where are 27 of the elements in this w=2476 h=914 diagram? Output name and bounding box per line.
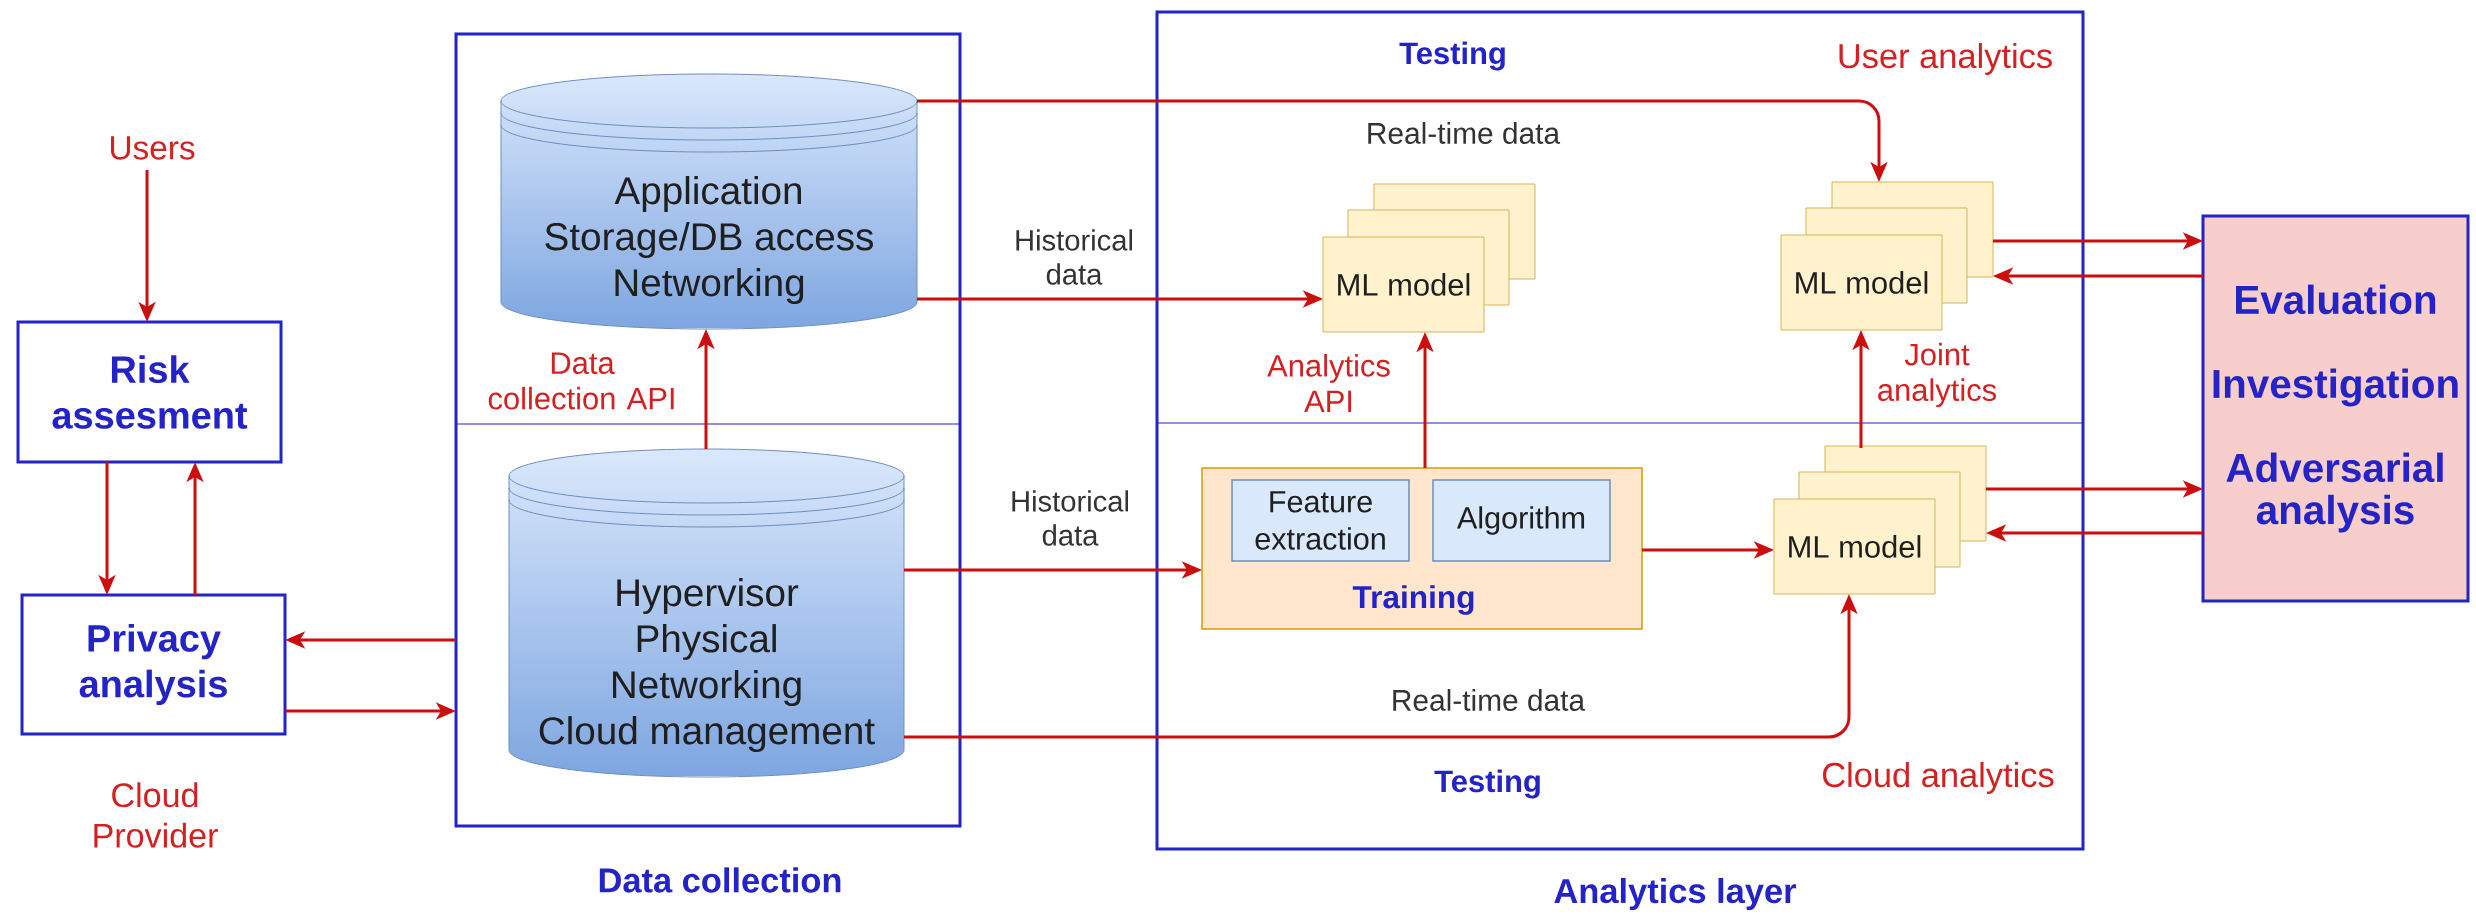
node-label: Data collection [599,867,841,893]
edge-label: Analytics API [1267,354,1390,412]
node-label: ML model [1789,535,1921,558]
model-stack: ML model [1773,445,1987,595]
node-label: Analytics layer [1554,877,1797,911]
node-caption: Cloud Provider [94,782,218,848]
database-cylinder: Hypervisor Physical Networking Cloud management [508,448,905,778]
region-label: User analytics [1839,42,2052,76]
process-box: Privacy analysis [20,593,287,736]
database-cylinder: Application Storage/DB access Networking [500,73,918,330]
edge-label: Joint analytics [1878,342,1996,408]
node-label: ML model [1338,273,1470,296]
section-label: Testing [1434,769,1540,799]
result-box: Evaluation Investigation Adversarial analysis [2201,214,2470,603]
edge-label: Real-time data [1368,122,1561,144]
process-box: Risk assesment [16,320,283,464]
step-box: Algorithm [1432,479,1611,562]
model-stack: ML model [1780,181,1994,331]
edge-label: Historical data [1016,229,1132,285]
region-label: Cloud analytics [1823,761,2054,795]
edge-label: Data collection API [488,352,674,410]
model-stack: ML model [1322,183,1536,333]
edge-label: Historical data [1012,490,1128,546]
source-label: Users [111,136,195,160]
step-box: Feature extraction [1231,479,1410,562]
edge-label: Real-time data [1393,689,1586,711]
section-label: Testing [1399,41,1505,71]
